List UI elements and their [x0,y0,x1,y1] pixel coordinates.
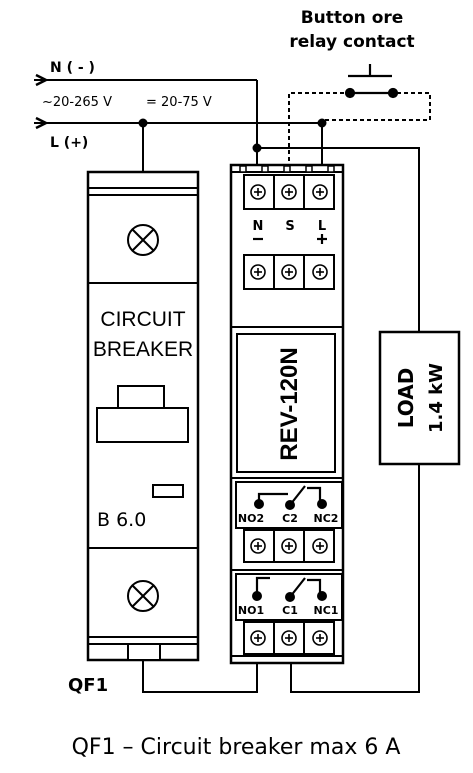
load-power: 1.4 kW [426,363,447,433]
breaker-id: QF1 [68,675,108,696]
terminal-s-label: S [285,219,294,234]
button-label-line2: relay contact [289,32,414,52]
button-label-line1: Button ore [301,8,404,28]
contact-dot [317,499,327,509]
terminal-n-label: N [253,219,264,234]
contact-dot [285,592,295,602]
no2-label: NO2 [238,512,264,525]
terminal-l-label: L [318,219,326,234]
no1-label: NO1 [238,604,264,617]
breaker-rating: B 6.0 [97,509,146,531]
breaker-label-line2: BREAKER [93,338,193,361]
push-button-symbol [344,64,399,99]
junction-dot [252,143,262,153]
junction-dot [317,118,327,128]
dc-range-label: = 20-75 V [146,95,212,110]
contact-dot [285,500,295,510]
breaker-toggle [96,407,189,443]
nc2-label: NC2 [314,512,339,525]
load-wiring [142,147,420,693]
circuit-breaker: CIRCUIT BREAKER B 6.0 [86,170,200,662]
contact-dot [252,591,262,601]
c1-label: C1 [282,604,298,617]
relay-model: REV-120N [276,347,303,460]
footer-caption: QF1 – Circuit breaker max 6 A [72,735,401,760]
load-box: LOAD 1.4 kW [378,330,461,466]
relay-module: N S L REV-120N NO2 C2 NC2 NO1 C1 NC1 [229,163,345,665]
contact-dot [254,499,264,509]
terminal-screws [250,184,328,646]
button-dashed-wiring [288,92,431,175]
relay-top-tabs [239,165,335,173]
nc1-label: NC1 [314,604,339,617]
neutral-arrow-icon [35,73,49,87]
live-label: L (+) [50,135,88,151]
ac-range-label: ~20-265 V [42,95,112,110]
neutral-label: N ( - ) [50,60,95,76]
breaker-label-line1: CIRCUIT [100,308,185,331]
contact-dot [317,591,327,601]
neutral-line [34,79,258,175]
junction-dot [138,118,148,128]
live-arrow-icon [35,116,49,130]
load-label: LOAD [394,368,418,429]
c2-label: C2 [282,512,298,525]
